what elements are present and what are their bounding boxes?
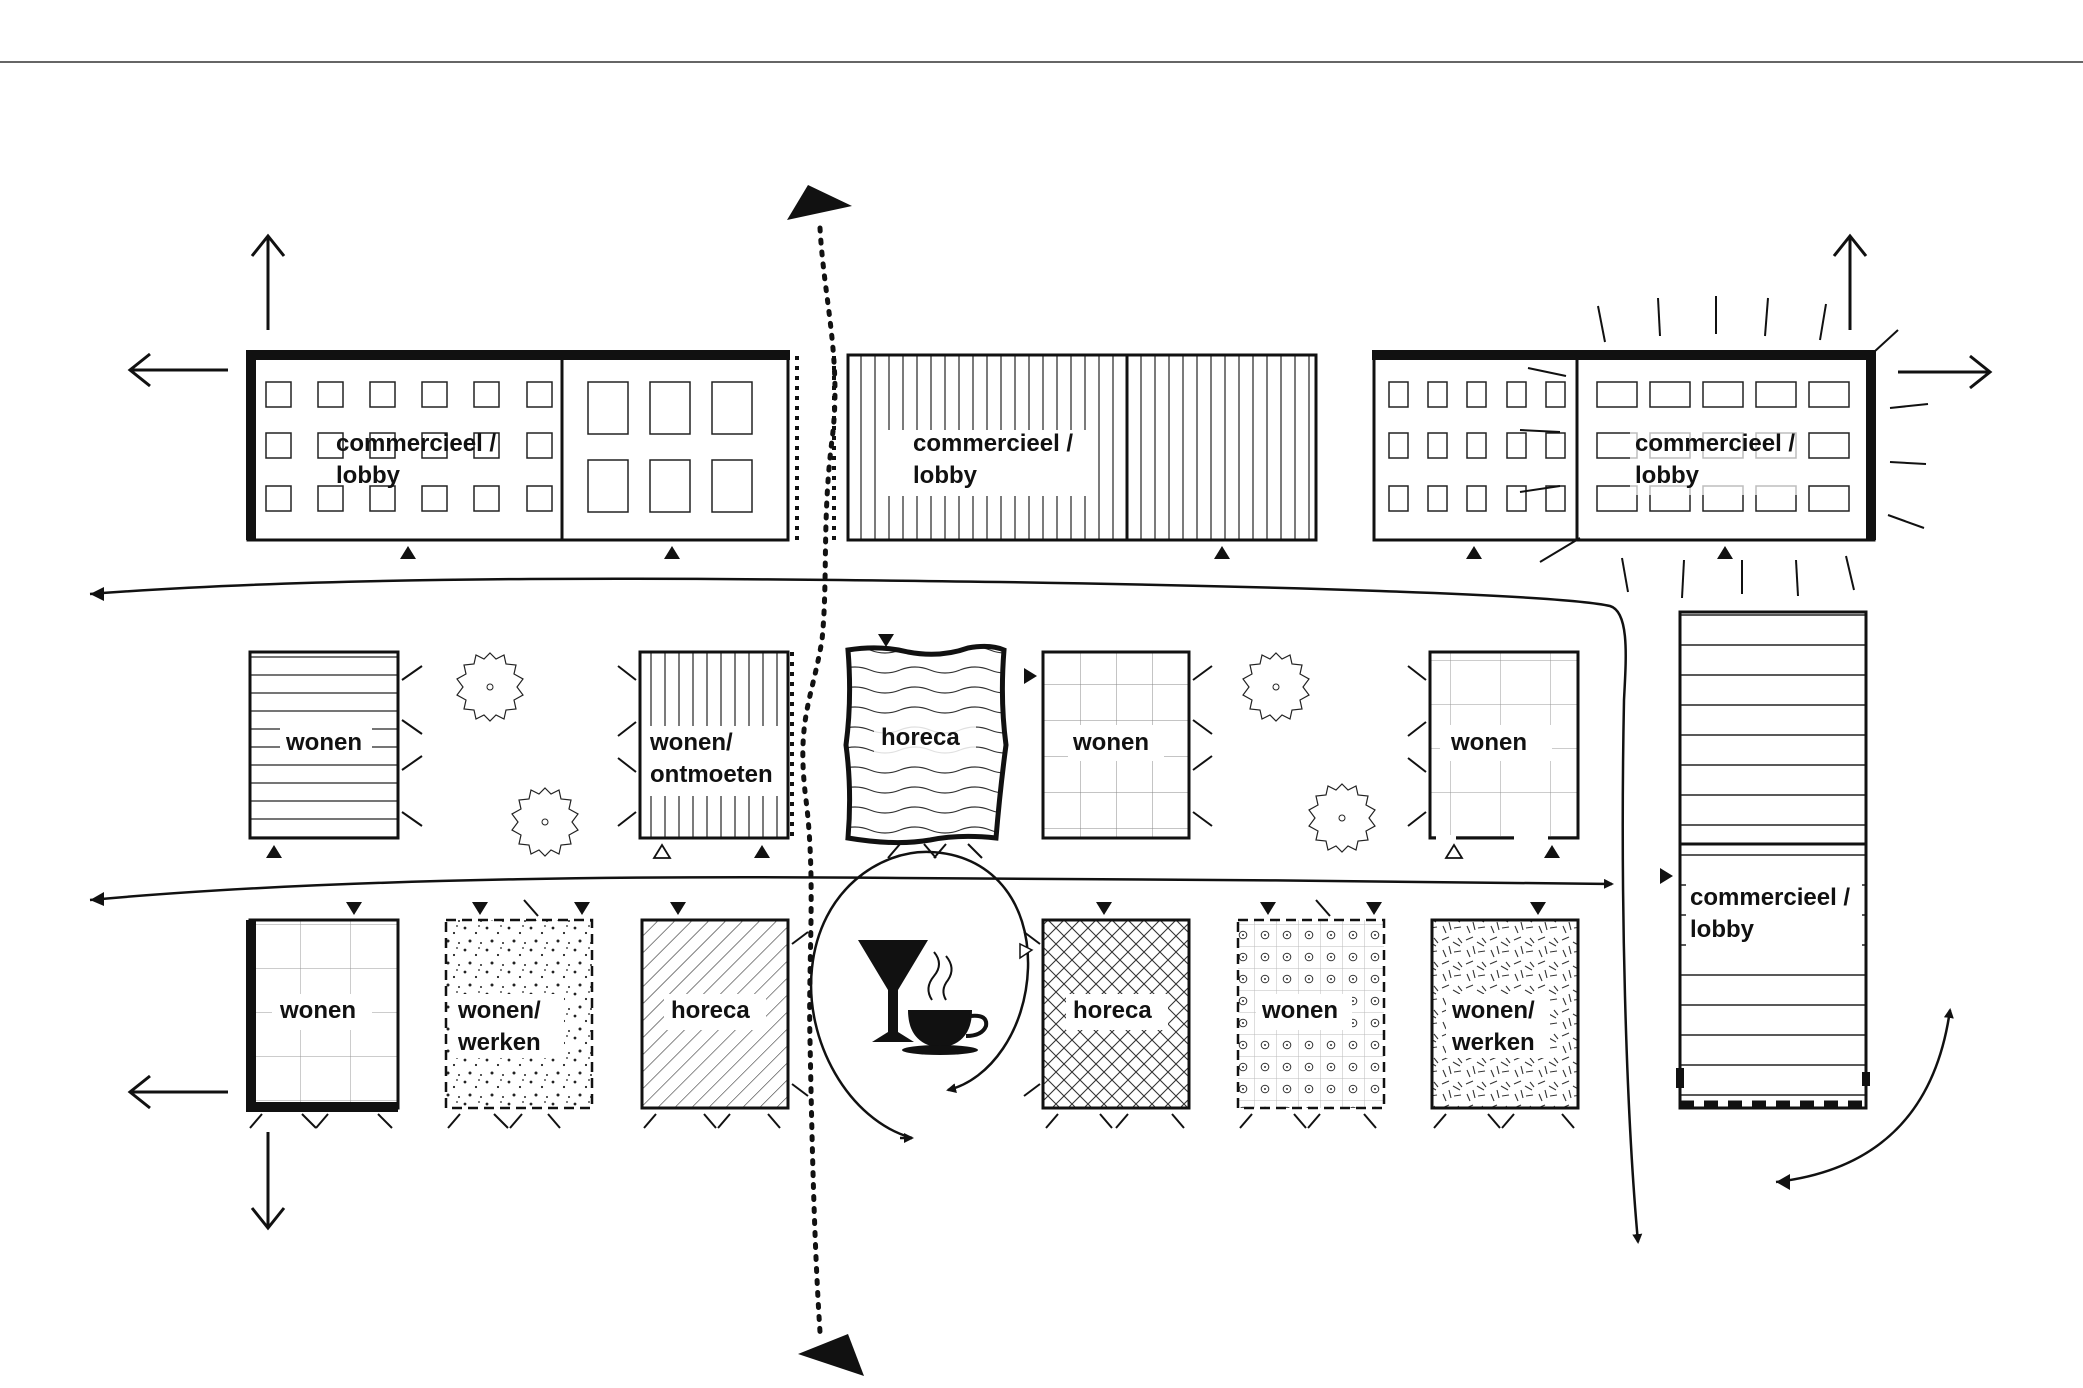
label-mid-1: wonen bbox=[286, 729, 362, 756]
label-bot-1: wonen bbox=[280, 997, 356, 1024]
cocktail-glass-icon bbox=[858, 940, 928, 1042]
entrance-triangle-icon bbox=[400, 546, 416, 559]
entrance-triangle-icon bbox=[1024, 668, 1037, 684]
coffee-cup-icon bbox=[902, 951, 989, 1055]
label-top-mid: commercieel / lobby bbox=[913, 430, 1074, 489]
street-route-1 bbox=[89, 577, 1643, 1244]
arrow-icon bbox=[787, 185, 852, 220]
entrance-triangle-icon bbox=[754, 845, 770, 858]
label-top-left: commercieel / lobby bbox=[336, 430, 497, 489]
tree-icon bbox=[456, 652, 524, 722]
building-mid-4 bbox=[1024, 650, 1213, 840]
building-bot-5 bbox=[1236, 899, 1386, 1129]
label-mid-3: horeca bbox=[881, 724, 960, 751]
label-right-tower: commercieel / lobby bbox=[1690, 884, 1851, 943]
entrance-triangle-icon bbox=[670, 902, 686, 915]
arrow-icon bbox=[798, 1334, 864, 1376]
tree-icon bbox=[511, 787, 579, 857]
label-bot-3: horeca bbox=[671, 997, 750, 1024]
entrance-triangle-icon bbox=[1366, 902, 1382, 915]
arrows-top-right bbox=[1832, 233, 1993, 390]
entrance-triangle-icon bbox=[1214, 546, 1230, 559]
tree-icon bbox=[1308, 783, 1376, 853]
arrow-icon bbox=[90, 587, 104, 601]
entrance-triangle-icon bbox=[1717, 546, 1733, 559]
label-mid-5: wonen bbox=[1451, 729, 1527, 756]
building-bot-4 bbox=[1023, 902, 1191, 1129]
entrance-triangle-icon bbox=[1260, 902, 1276, 915]
building-mid-1 bbox=[248, 650, 423, 858]
label-top-right: commercieel / lobby bbox=[1635, 430, 1796, 489]
building-mid-5 bbox=[1407, 650, 1580, 859]
label-bot-2: wonen/ werken bbox=[458, 997, 541, 1056]
tree-icon bbox=[1242, 652, 1310, 722]
entrance-triangle-icon bbox=[664, 546, 680, 559]
building-top-left bbox=[246, 350, 790, 559]
building-bot-3 bbox=[640, 902, 809, 1129]
building-mid-3-horeca bbox=[843, 634, 1009, 859]
entrance-triangle-icon bbox=[878, 634, 894, 647]
corner-double-arrow bbox=[1775, 1008, 1954, 1184]
arrows-top-left bbox=[127, 233, 286, 388]
entrance-triangle-icon bbox=[574, 902, 590, 915]
entrance-triangle-icon bbox=[1096, 902, 1112, 915]
building-mid-2 bbox=[617, 650, 794, 859]
arrow-icon bbox=[90, 892, 104, 906]
building-right-tower bbox=[1660, 610, 1870, 1110]
label-bot-6: wonen/ werken bbox=[1452, 997, 1535, 1056]
entrance-triangle-icon bbox=[1530, 902, 1546, 915]
loop-route bbox=[809, 850, 1030, 1140]
building-bot-1 bbox=[246, 902, 400, 1129]
building-bot-2 bbox=[444, 899, 594, 1129]
entrance-triangle-icon bbox=[346, 902, 362, 915]
entrance-triangle-icon bbox=[1445, 844, 1463, 859]
entrance-triangle-icon bbox=[1466, 546, 1482, 559]
arrows-bottom-left bbox=[127, 1074, 286, 1231]
label-bot-5: wonen bbox=[1262, 997, 1338, 1024]
label-bot-4: horeca bbox=[1073, 997, 1152, 1024]
dotted-route bbox=[800, 225, 838, 1335]
building-top-middle bbox=[846, 353, 1318, 559]
entrance-triangle-icon bbox=[472, 902, 488, 915]
entrance-triangle-icon bbox=[1660, 868, 1673, 884]
label-mid-2: wonen/ ontmoeten bbox=[650, 729, 773, 788]
street-route-2 bbox=[89, 875, 1614, 902]
label-mid-4: wonen bbox=[1073, 729, 1149, 756]
entrance-triangle-icon bbox=[266, 845, 282, 858]
entrance-triangle-icon bbox=[1544, 845, 1560, 858]
entrance-triangle-icon bbox=[653, 844, 671, 859]
building-bot-6 bbox=[1430, 902, 1580, 1129]
building-top-right bbox=[1372, 296, 1929, 599]
